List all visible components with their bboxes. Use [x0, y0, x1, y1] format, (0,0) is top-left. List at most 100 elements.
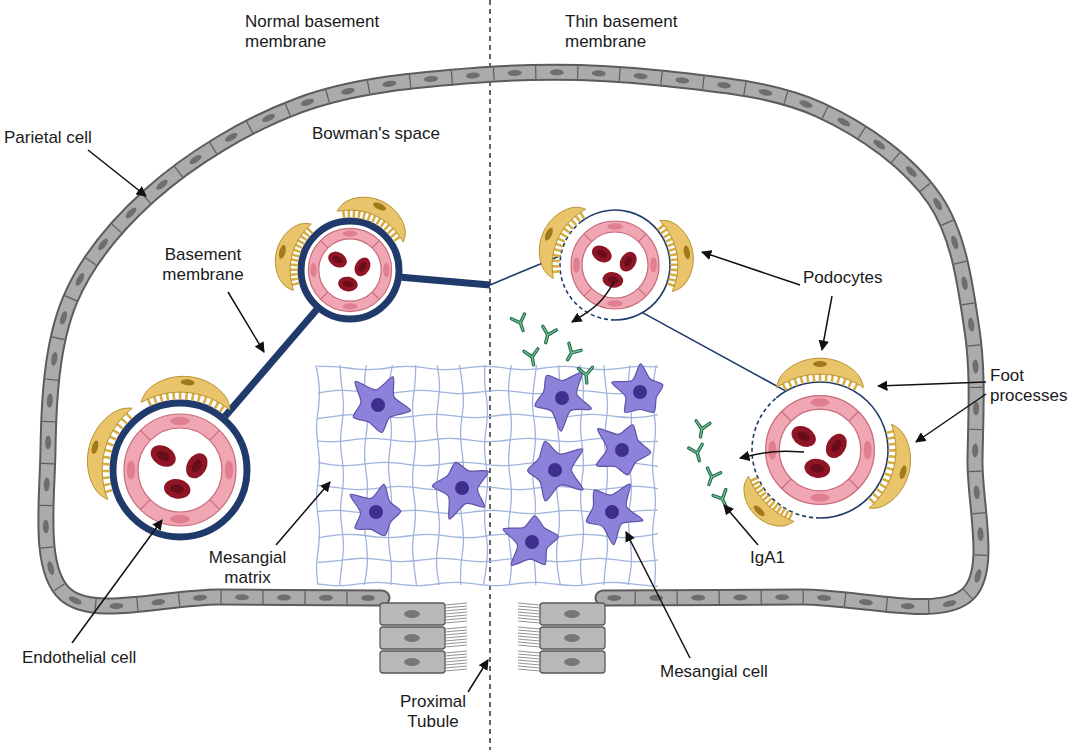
- microvillus: [445, 633, 467, 635]
- cell-body: [432, 462, 488, 519]
- microvillus: [445, 618, 467, 620]
- parietal-cell-border: [962, 303, 975, 305]
- parietal-cell-border: [137, 598, 138, 611]
- parietal-nucleus: [717, 81, 732, 89]
- parietal-cell-border: [142, 194, 151, 204]
- cell-nucleus: [525, 535, 539, 549]
- red-blood-cell: [788, 422, 820, 451]
- parietal-nucleus: [424, 75, 439, 82]
- microvillus: [518, 660, 540, 662]
- endothelial-nucleus: [810, 398, 829, 406]
- microvillus: [445, 669, 467, 671]
- podocyte: [659, 220, 694, 291]
- matrix-fiber: [316, 365, 320, 585]
- parietal-cell-border: [703, 76, 704, 89]
- parietal-nucleus: [733, 594, 747, 600]
- red-blood-cell: [147, 441, 180, 471]
- parietal-cell-border: [661, 72, 662, 85]
- cell-body: [586, 484, 643, 545]
- mesangial-cell: [586, 484, 643, 545]
- capillary-lumen: [138, 428, 222, 512]
- parietal-nucleus: [798, 99, 813, 110]
- callout-label: Proximal Tubule: [383, 692, 483, 733]
- cell-nucleus: [615, 443, 629, 457]
- cell-body: [503, 516, 558, 566]
- endothelial-junction: [372, 241, 379, 248]
- leader-line: [72, 520, 162, 643]
- iga1-outline: [713, 490, 732, 510]
- endothelial-nucleus: [310, 263, 316, 278]
- microvillus: [518, 627, 540, 629]
- endothelial-junction: [140, 430, 150, 440]
- parietal-nucleus: [45, 436, 51, 450]
- cell-nucleus: [548, 463, 562, 477]
- endothelial-nucleus: [573, 257, 580, 272]
- red-blood-cell: [601, 270, 624, 289]
- microvillus: [518, 651, 540, 653]
- parietal-cell-border: [65, 296, 77, 301]
- podocyte-nucleus: [543, 227, 554, 242]
- capillary: [110, 400, 250, 540]
- iga1-molecule: [561, 343, 581, 363]
- podocyte-body: [87, 408, 132, 500]
- parietal-nucleus: [382, 80, 397, 88]
- callout-label: Mesangial matrix: [200, 548, 295, 589]
- podocyte: [869, 424, 910, 508]
- endothelial-nucleus: [383, 263, 389, 278]
- leader-line: [724, 505, 758, 545]
- microvillus: [518, 645, 540, 647]
- microvillus: [445, 663, 467, 665]
- iga1-core: [694, 421, 710, 438]
- parietal-nucleus: [973, 485, 980, 500]
- cell-body: [353, 377, 410, 433]
- red-blood-cell-center: [810, 463, 825, 473]
- parietal-cell-border: [969, 471, 982, 473]
- endothelial-junction: [782, 412, 792, 422]
- mesangial-cell: [350, 484, 401, 535]
- endothelial-nucleus: [343, 303, 358, 309]
- endothelial-junction: [849, 479, 859, 489]
- iga1-molecule: [694, 421, 710, 438]
- matrix-fiber: [318, 558, 658, 562]
- podocyte-nucleus: [752, 504, 766, 518]
- iga1-molecule: [539, 326, 556, 344]
- capillary-lumen: [319, 239, 381, 301]
- tubule-cell: [380, 603, 445, 625]
- callout-label: Bowman's space: [312, 124, 440, 144]
- cell-body: [612, 364, 663, 413]
- parietal-cell-border: [803, 590, 804, 603]
- leader-line: [878, 382, 986, 386]
- iga1-core: [561, 343, 581, 363]
- parietal-nucleus: [188, 153, 203, 166]
- mesangial-matrix: [316, 365, 658, 586]
- podocyte-nucleus: [372, 201, 387, 212]
- basement-membrane-strand: [401, 277, 490, 285]
- microvillus: [445, 651, 467, 653]
- parietal-nucleus: [43, 477, 50, 491]
- parietal-cell-border: [42, 421, 55, 423]
- microvillus: [445, 615, 467, 617]
- parietal-cell-border: [220, 591, 221, 604]
- basement-membrane: [301, 221, 399, 319]
- tubule-cell: [380, 651, 445, 673]
- callout-label: Podocytes: [803, 268, 882, 288]
- capillary-ground: [298, 218, 402, 322]
- microvillus: [445, 645, 467, 647]
- microvillus: [518, 630, 540, 632]
- podocyte-body: [777, 358, 864, 387]
- podocyte-nucleus: [90, 440, 99, 455]
- parietal-cell-border: [175, 167, 183, 177]
- parietal-nucleus: [508, 70, 522, 77]
- red-blood-cell-center: [155, 449, 171, 463]
- microvillus: [518, 636, 540, 638]
- parietal-nucleus: [872, 138, 887, 151]
- tubule-nucleus: [404, 658, 420, 666]
- parietal-nucleus: [607, 595, 621, 601]
- cell-nucleus: [369, 505, 383, 519]
- capillary: [560, 210, 670, 320]
- iga1-core: [689, 444, 706, 462]
- mesangial-cell: [535, 372, 591, 431]
- parietal-cell-border: [451, 71, 452, 84]
- parietal-nucleus: [300, 97, 315, 107]
